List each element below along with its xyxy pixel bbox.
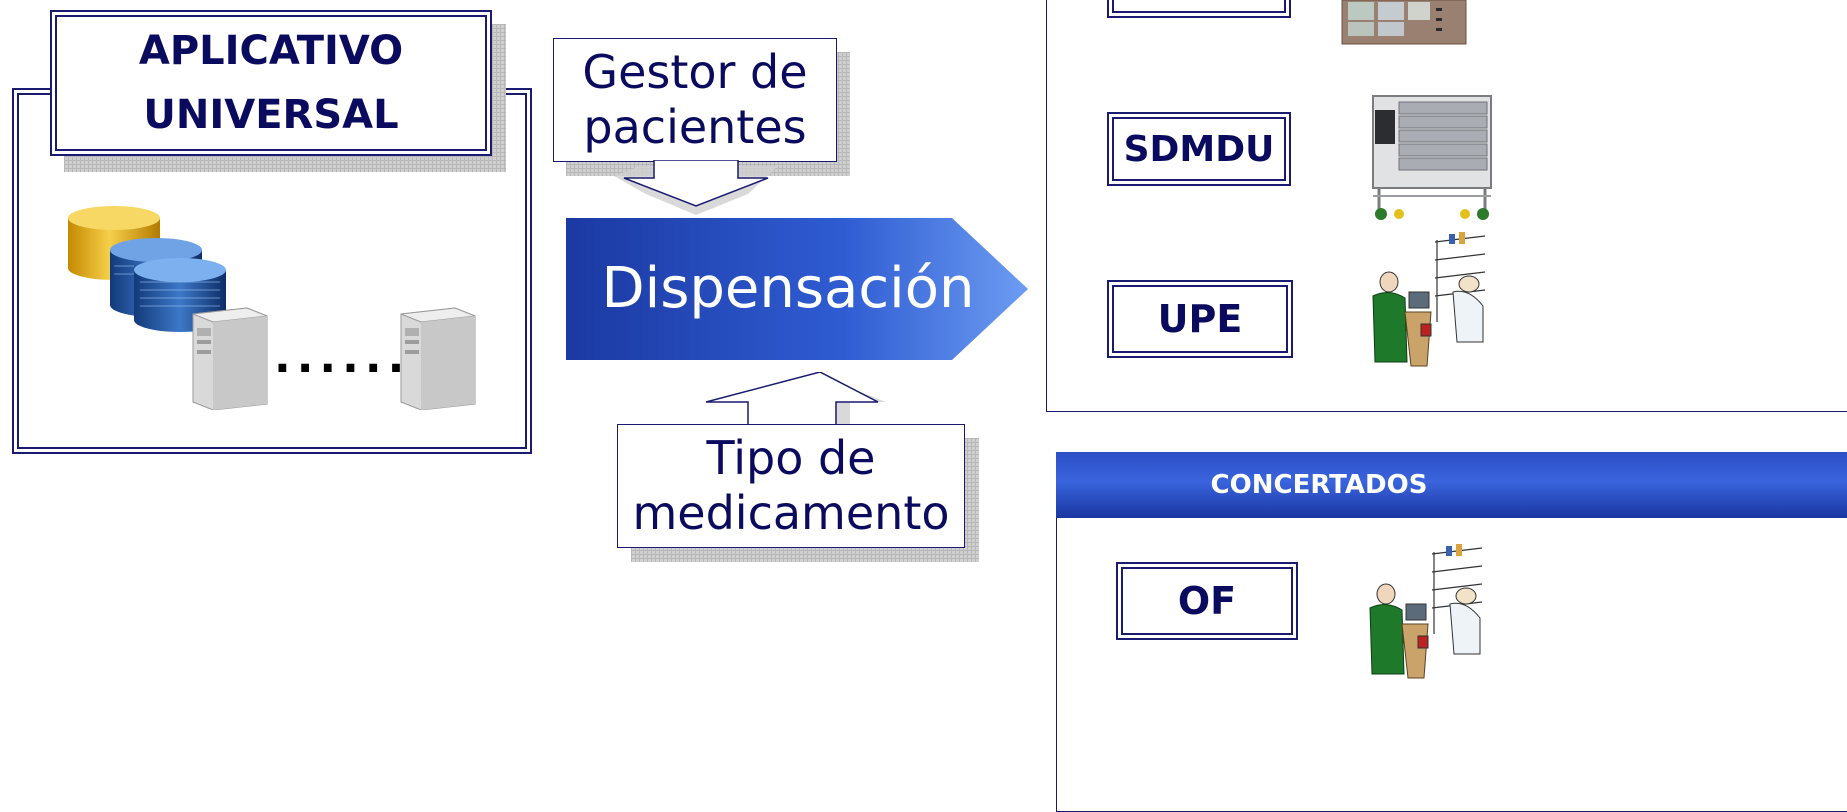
pharmacy-counter-icon — [1372, 232, 1486, 367]
cabinet-icon — [1341, 0, 1467, 45]
app-title: APLICATIVO UNIVERSAL — [52, 12, 490, 154]
unit-box-upe: UPE — [1107, 280, 1293, 358]
app-title-box: APLICATIVO UNIVERSAL — [50, 10, 492, 156]
concertados-header — [1056, 452, 1847, 518]
server-icon — [400, 307, 476, 410]
drug-type-box: Tipo de medicamento — [617, 424, 965, 548]
patient-manager-line1: Gestor de — [582, 44, 808, 99]
down-arrow-icon — [614, 160, 778, 215]
unit-box-sdmdu: SDMDU — [1107, 112, 1291, 186]
up-arrow-icon — [705, 372, 886, 428]
concertados-title: CONCERTADOS — [1210, 470, 1428, 500]
medication-cart-icon — [1372, 95, 1492, 220]
dispensation-arrow — [566, 218, 1028, 360]
unit-label-of: OF — [1177, 579, 1237, 623]
patient-manager-line2: pacientes — [583, 100, 807, 154]
app-title-line1: APLICATIVO — [138, 28, 404, 74]
dispensation-label: Dispensación — [601, 256, 975, 322]
unit-label-upe: UPE — [1157, 297, 1243, 341]
pharmacy-counter-icon — [1369, 544, 1483, 679]
patient-manager-box: Gestor de pacientes — [553, 38, 837, 162]
unit-label-sdmdu: SDMDU — [1123, 128, 1275, 170]
server-icon — [192, 307, 268, 410]
ellipsis: ...... — [274, 332, 411, 383]
unit-box-top — [1107, 0, 1291, 18]
drug-type-line2: medicamento — [632, 486, 950, 540]
drug-type-line1: Tipo de — [706, 430, 876, 485]
app-title-line2: UNIVERSAL — [143, 92, 399, 138]
database-icon — [68, 206, 226, 332]
unit-box-of: OF — [1116, 562, 1298, 640]
